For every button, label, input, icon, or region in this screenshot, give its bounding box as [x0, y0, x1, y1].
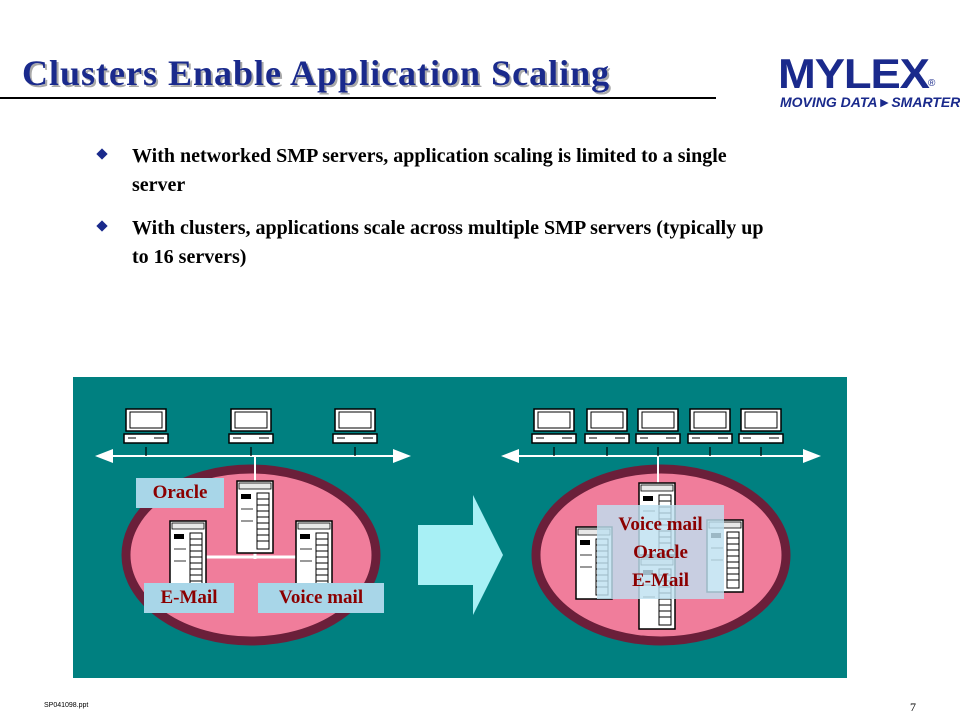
diamond-bullet-icon: [96, 220, 108, 232]
workstation-icon: [635, 408, 681, 444]
title-underline: [0, 97, 716, 99]
diamond-bullet-icon: [96, 148, 108, 160]
right-label-oracle: Oracle: [633, 542, 688, 563]
left-label-voicemail: Voice mail: [258, 583, 384, 613]
cluster-diagram: [73, 377, 847, 678]
slide-title: Clusters Enable Application Scaling: [22, 53, 611, 93]
page-number: 7: [910, 700, 916, 714]
bullet-item: With networked SMP servers, application …: [96, 142, 776, 200]
server-icon: [236, 480, 274, 554]
workstation-icon: [531, 408, 577, 444]
workstation-icon: [687, 408, 733, 444]
scaling-arrow-icon: [418, 495, 503, 615]
mylex-logo: MYLEX ® MOVING DATA►SMARTER: [778, 50, 960, 122]
bullet-text: With networked SMP servers, application …: [132, 145, 727, 196]
left-label-email: E-Mail: [144, 583, 234, 613]
footer-filename: SP041098.ppt: [44, 702, 89, 709]
workstation-icon: [584, 408, 630, 444]
logo-tagline: MOVING DATA►SMARTER: [780, 94, 960, 110]
workstation-icon: [123, 408, 169, 444]
logo-wordmark: MYLEX: [778, 50, 930, 97]
left-label-oracle: Oracle: [136, 478, 224, 508]
workstation-icon: [228, 408, 274, 444]
logo-registered-mark: ®: [928, 78, 936, 89]
workstation-icon: [332, 408, 378, 444]
bullet-list: With networked SMP servers, application …: [96, 142, 776, 286]
right-label-email: E-Mail: [632, 570, 689, 591]
right-label-voicemail: Voice mail: [618, 514, 703, 535]
right-stacked-labels: Voice mail Oracle E-Mail: [597, 505, 724, 599]
workstation-icon: [738, 408, 784, 444]
bullet-item: With clusters, applications scale across…: [96, 214, 776, 272]
bullet-text: With clusters, applications scale across…: [132, 217, 764, 268]
